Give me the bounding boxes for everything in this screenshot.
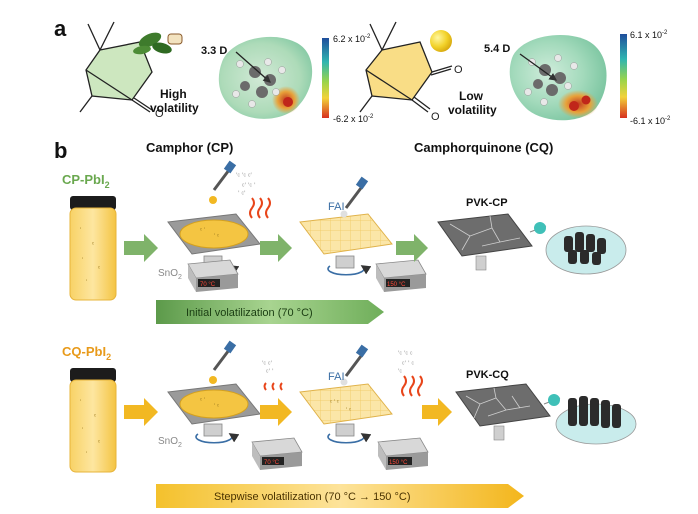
row1-pvk-film (437, 213, 533, 271)
camphor-scale-max: 6.2 x 10-2 (333, 34, 371, 44)
svg-text:ᶜʻ ʻᶜ ʻ: ᶜʻ ʻᶜ ʻ (242, 182, 256, 190)
row2-banner (156, 484, 524, 508)
svg-text:ʻᶜ: ʻᶜ (398, 368, 403, 376)
svg-text:ᶜ ʻ ᶜ: ᶜ ʻ ᶜ (330, 399, 339, 406)
row1-zoom-dot (534, 222, 546, 234)
row2-pipette-icon (209, 340, 237, 384)
svg-text:ʻ: ʻ (80, 227, 81, 234)
row1-hotplate-2 (375, 259, 427, 292)
camphor-dipole: 3.3 D (201, 45, 227, 57)
row1-product-label: PVK-CP (466, 197, 508, 209)
cq-volatility-line2: volatility (448, 103, 497, 117)
svg-text:ᶜ: ᶜ (98, 440, 100, 446)
row1-pipette-icon (209, 160, 237, 204)
cq-oxygen-1: O (454, 64, 463, 76)
row2-fai-pipette-icon (340, 344, 369, 386)
svg-text:ᶜ: ᶜ (98, 266, 100, 272)
camphor-leaf-icon (133, 32, 183, 55)
camphor-volatility-line2: volatility (150, 101, 199, 115)
camphor-colorbar (322, 38, 329, 118)
camphor-structure (79, 21, 153, 113)
svg-text:ʻ ᶜʻ: ʻ ᶜʻ (238, 190, 246, 198)
cq-colorbar (620, 34, 627, 118)
row2-arrow-1 (124, 398, 158, 426)
panel-b-label: b (54, 138, 67, 163)
row1-banner (156, 300, 384, 324)
camphor-esp-map (218, 36, 313, 119)
cq-scale-min: -6.1 x 10-2 (630, 116, 671, 126)
camphorquinone-structure (359, 21, 453, 113)
cq-esp-map (509, 35, 607, 121)
row1-vapor-icon: ʻᶜ ʻᶜ ᶜʻ ᶜʻ ʻᶜ ʻʻ ᶜʻ (236, 172, 256, 198)
row2-hotplate-1 (251, 437, 303, 470)
cq-oxygen-2: O (431, 111, 440, 123)
camphor-title: Camphor (CP) (146, 140, 233, 155)
row1-arrow-3 (396, 234, 428, 262)
row1-grain-zoom (545, 225, 627, 275)
row2-fai-label: FAI (328, 371, 345, 383)
row1-vial-icon: ʻ ᶜ ʻ ᶜ ʻ (69, 196, 117, 301)
row2-arrow-2 (260, 398, 292, 426)
row2-heat-icon-2 (401, 375, 423, 397)
svg-text:ᶜ ʻ: ᶜ ʻ (200, 227, 205, 234)
row1-precursor-label: CP-PbI2 (62, 172, 110, 190)
row2-product-label: PVK-CQ (466, 369, 509, 381)
svg-text:ʻ ᶜ: ʻ ᶜ (214, 233, 219, 240)
svg-text:ʻᶜ ʻᶜ ᶜʻ: ʻᶜ ʻᶜ ᶜʻ (236, 172, 252, 180)
row2-banner-text: Stepwise volatilization (70 °C → 150 °C) (214, 491, 411, 503)
row2-zoom-dot (548, 394, 560, 406)
row2-substrate-label: SnO2 (158, 436, 182, 449)
svg-text:ᶜ ʻ: ᶜ ʻ (200, 397, 205, 404)
camphor-oxygen: O (155, 108, 164, 120)
row1-arrow-2 (260, 234, 292, 262)
svg-text:ʻ: ʻ (86, 451, 87, 458)
row2-pvk-film (455, 383, 551, 441)
row2-vapor-icon-2: ʻᶜ ʻᶜ ᶜ ᶜʻ ʻ ᶜʻᶜ (398, 350, 414, 376)
cq-title: Camphorquinone (CQ) (414, 140, 553, 155)
row1-fai-pipette-icon (340, 176, 369, 218)
svg-text:ʻᶜ ᶜʻ: ʻᶜ ᶜʻ (262, 360, 272, 368)
camphor-volatility-line1: High (160, 87, 187, 101)
row1-arrow-1 (124, 234, 158, 262)
svg-text:ʻ: ʻ (82, 427, 83, 434)
row1-substrate-label: SnO2 (158, 268, 182, 281)
row1-heat-icon (249, 197, 271, 219)
row2-hotplate-2-temp: 150 °C (389, 460, 408, 466)
row1-hotplate-1 (187, 259, 239, 292)
cq-dipole: 5.4 D (484, 43, 510, 55)
row2-fai-substrate: ᶜ ʻ ᶜ ʻ ᶜ (299, 383, 393, 444)
svg-text:ᶜʻ ʻ ᶜ: ᶜʻ ʻ ᶜ (402, 360, 414, 368)
row1-hotplate-1-temp: 70 °C (200, 282, 216, 288)
row1-fai-label: FAI (328, 201, 345, 213)
row2-heat-icon (263, 382, 283, 391)
svg-text:ʻᶜ ʻᶜ ᶜ: ʻᶜ ʻᶜ ᶜ (398, 350, 413, 358)
svg-text:ʻ ᶜ: ʻ ᶜ (214, 403, 219, 410)
row1-hotplate-2-temp: 150 °C (387, 282, 406, 288)
row2-vial-icon: ʻ ᶜ ʻ ᶜ ʻ (69, 368, 117, 473)
row2-arrow-3 (422, 398, 452, 426)
panel-a-label: a (54, 16, 67, 41)
svg-text:ᶜ: ᶜ (92, 242, 94, 248)
svg-text:ʻ: ʻ (86, 279, 87, 286)
camphor-scale-min: -6.2 x 10-2 (333, 114, 374, 124)
row2-hotplate-1-temp: 70 °C (264, 460, 280, 466)
svg-text:ʻ ᶜ: ʻ ᶜ (346, 407, 351, 414)
svg-text:ᶜ: ᶜ (94, 414, 96, 420)
row2-spin-substrate: ᶜ ʻʻ ᶜ (167, 383, 261, 444)
svg-text:ʻ: ʻ (82, 257, 83, 264)
row1-banner-text: Initial volatilization (70 °C) (186, 307, 313, 319)
row2-precursor-label: CQ-PbI2 (62, 344, 111, 362)
svg-text:ᶜʻ ʻ: ᶜʻ ʻ (266, 368, 274, 376)
row1-fai-substrate (299, 213, 393, 276)
svg-text:ʻ: ʻ (80, 399, 81, 406)
row1: CP-PbI2 ʻ ᶜ ʻ ᶜ ʻ ᶜ ʻ ʻ ᶜ SnO2 (62, 160, 627, 324)
cq-scale-max: 6.1 x 10-2 (630, 30, 668, 40)
cq-volatility-line1: Low (459, 89, 484, 103)
row2-grain-zoom (555, 396, 637, 445)
cq-powder-icon (430, 30, 452, 52)
row2-hotplate-2 (377, 437, 429, 470)
